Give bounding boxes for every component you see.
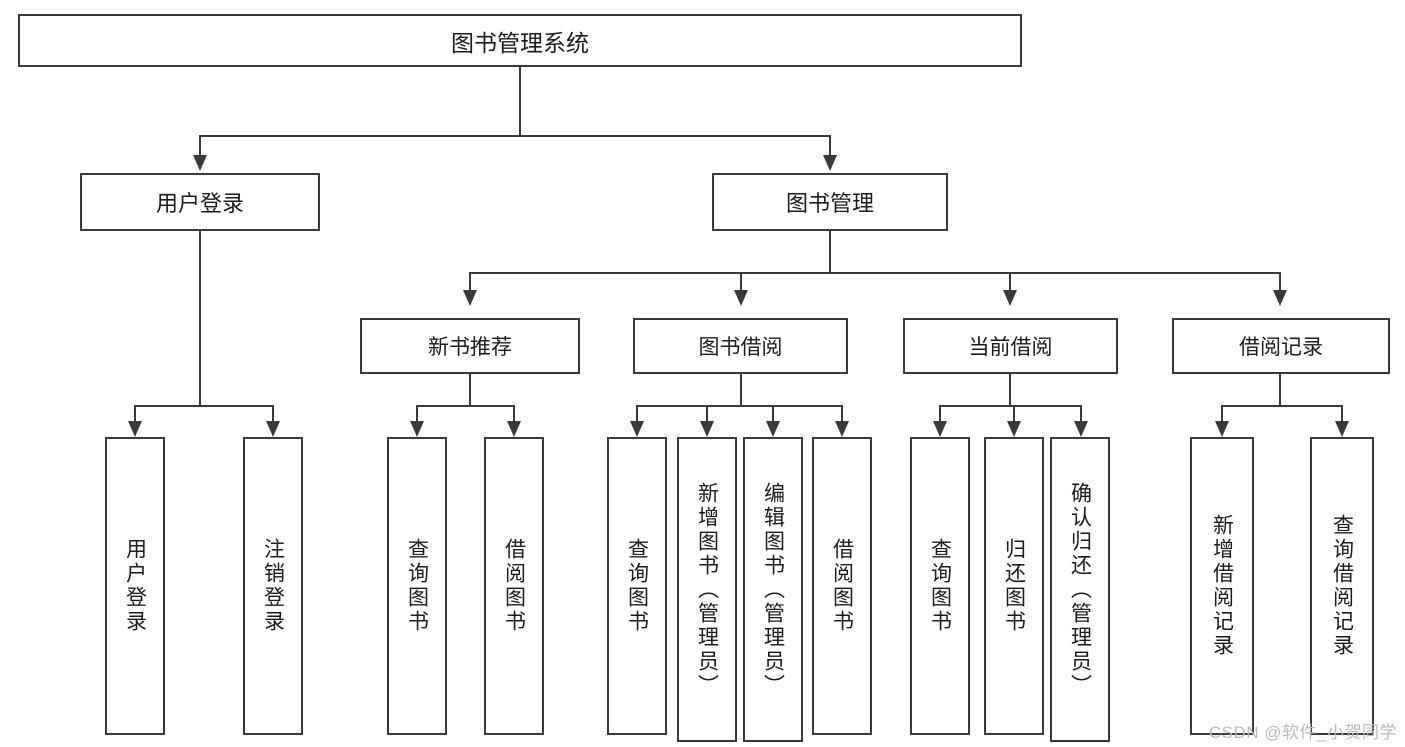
connector-bus-to-current bbox=[1009, 272, 1011, 290]
leaf-query-book-current[interactable]: 查询图书 bbox=[910, 437, 970, 735]
connector-borrow-leaf3 bbox=[772, 405, 774, 421]
connector-records-bus bbox=[1221, 405, 1342, 407]
csdn-watermark: CSDN @软件_小贺同学 bbox=[1208, 723, 1397, 742]
arrowhead-leaf-edit-book bbox=[766, 421, 780, 437]
node-label: 借阅记录 bbox=[1239, 336, 1323, 359]
arrowhead-leaf-query-book-3 bbox=[933, 421, 947, 437]
connector-current-leaf2 bbox=[1013, 405, 1015, 421]
arrowhead-leaf-confirm-return bbox=[1074, 421, 1088, 437]
connector-borrow-leaf1 bbox=[636, 405, 638, 421]
node-label: 查询图书 bbox=[405, 538, 429, 634]
connector-bookmgmt-bus bbox=[469, 272, 1279, 274]
connector-root-to-bookmgmt bbox=[829, 135, 831, 155]
node-book-management[interactable]: 图书管理 bbox=[712, 173, 948, 231]
node-label: 图书管理系统 bbox=[451, 29, 589, 56]
leaf-add-book-admin[interactable]: 新增图书（管理员） bbox=[677, 437, 737, 742]
node-new-book-recommend[interactable]: 新书推荐 bbox=[360, 318, 580, 374]
leaf-edit-book-admin[interactable]: 编辑图书（管理员） bbox=[743, 437, 803, 742]
arrowhead-leaf-query-book-2 bbox=[630, 421, 644, 437]
arrowhead-to-book-management bbox=[823, 155, 837, 171]
arrowhead-to-new-book-recommend bbox=[463, 290, 477, 306]
arrowhead-leaf-add-book bbox=[700, 421, 714, 437]
connector-current-leaf1 bbox=[939, 405, 941, 421]
arrowhead-to-borrow-records bbox=[1273, 290, 1287, 306]
arrowhead-leaf-user-login bbox=[128, 421, 142, 437]
node-label: 当前借阅 bbox=[968, 336, 1053, 359]
connector-root-drop bbox=[519, 67, 521, 135]
leaf-query-book-newbook[interactable]: 查询图书 bbox=[387, 437, 447, 735]
arrowhead-to-current-borrow bbox=[1003, 290, 1017, 306]
node-label: 查询图书 bbox=[625, 538, 649, 634]
connector-newbook-leaf1 bbox=[416, 405, 418, 421]
node-label: 新书推荐 bbox=[428, 336, 512, 359]
arrowhead-leaf-query-record bbox=[1335, 421, 1349, 437]
connector-borrow-leaf2 bbox=[706, 405, 708, 421]
node-label: 注销登录 bbox=[261, 538, 285, 634]
connector-bookmgmt-drop bbox=[829, 231, 831, 272]
node-root-system[interactable]: 图书管理系统 bbox=[18, 14, 1022, 67]
leaf-borrow-book-newbook[interactable]: 借阅图书 bbox=[484, 437, 544, 735]
connector-bus-to-newbook bbox=[469, 272, 471, 290]
node-label: 图书管理 bbox=[785, 191, 874, 216]
leaf-borrow-book-borrow[interactable]: 借阅图书 bbox=[812, 437, 872, 735]
connector-current-drop bbox=[1009, 374, 1011, 405]
node-label: 用户登录 bbox=[155, 191, 244, 216]
connector-current-leaf3 bbox=[1080, 405, 1082, 421]
node-label: 用户登录 bbox=[123, 538, 147, 634]
connector-newbook-bus bbox=[416, 405, 514, 407]
connector-userlogin-leaf2 bbox=[272, 405, 274, 421]
connector-current-bus bbox=[939, 405, 1081, 407]
node-book-borrow[interactable]: 图书借阅 bbox=[633, 318, 848, 374]
node-label: 新增图书（管理员） bbox=[695, 481, 719, 698]
connector-root-to-login bbox=[199, 135, 201, 155]
node-borrow-records[interactable]: 借阅记录 bbox=[1172, 318, 1390, 374]
node-label: 归还图书 bbox=[1002, 538, 1026, 634]
arrowhead-to-user-login bbox=[193, 155, 207, 171]
node-label: 借阅图书 bbox=[830, 538, 854, 634]
leaf-logout-login[interactable]: 注销登录 bbox=[243, 437, 303, 735]
node-label: 编辑图书（管理员） bbox=[761, 481, 785, 698]
node-label: 借阅图书 bbox=[502, 538, 526, 634]
connector-records-leaf1 bbox=[1221, 405, 1223, 421]
connector-root-bus bbox=[199, 135, 831, 137]
arrowhead-leaf-borrow-book-1 bbox=[507, 421, 521, 437]
connector-borrow-bus bbox=[636, 405, 842, 407]
arrowhead-leaf-add-record bbox=[1215, 421, 1229, 437]
node-label: 确认归还（管理员） bbox=[1068, 481, 1092, 698]
connector-borrow-drop bbox=[740, 374, 742, 405]
leaf-query-book-borrow[interactable]: 查询图书 bbox=[607, 437, 667, 735]
arrowhead-leaf-return-book bbox=[1007, 421, 1021, 437]
connector-records-drop bbox=[1279, 374, 1281, 405]
connector-records-leaf2 bbox=[1341, 405, 1343, 421]
connector-userlogin-leaf1 bbox=[134, 405, 136, 421]
arrowhead-leaf-borrow-book-2 bbox=[835, 421, 849, 437]
node-label: 新增借阅记录 bbox=[1210, 514, 1234, 658]
leaf-return-book[interactable]: 归还图书 bbox=[984, 437, 1044, 735]
connector-bus-to-records bbox=[1279, 272, 1281, 290]
node-label: 查询借阅记录 bbox=[1330, 514, 1354, 658]
node-current-borrow[interactable]: 当前借阅 bbox=[903, 318, 1118, 374]
leaf-confirm-return-admin[interactable]: 确认归还（管理员） bbox=[1050, 437, 1110, 742]
leaf-user-login[interactable]: 用户登录 bbox=[105, 437, 165, 735]
arrowhead-leaf-logout-login bbox=[266, 421, 280, 437]
leaf-query-borrow-record[interactable]: 查询借阅记录 bbox=[1310, 437, 1374, 735]
node-user-login[interactable]: 用户登录 bbox=[80, 173, 320, 231]
node-label: 查询图书 bbox=[928, 538, 952, 634]
connector-userlogin-bus bbox=[134, 405, 273, 407]
connector-borrow-leaf4 bbox=[841, 405, 843, 421]
arrowhead-leaf-query-book-1 bbox=[410, 421, 424, 437]
node-label: 图书借阅 bbox=[698, 336, 783, 359]
connector-bus-to-borrow bbox=[740, 272, 742, 290]
leaf-add-borrow-record[interactable]: 新增借阅记录 bbox=[1190, 437, 1254, 735]
connector-newbook-leaf2 bbox=[513, 405, 515, 421]
connector-userlogin-drop bbox=[199, 231, 201, 405]
arrowhead-to-book-borrow bbox=[734, 290, 748, 306]
connector-newbook-drop bbox=[469, 374, 471, 405]
